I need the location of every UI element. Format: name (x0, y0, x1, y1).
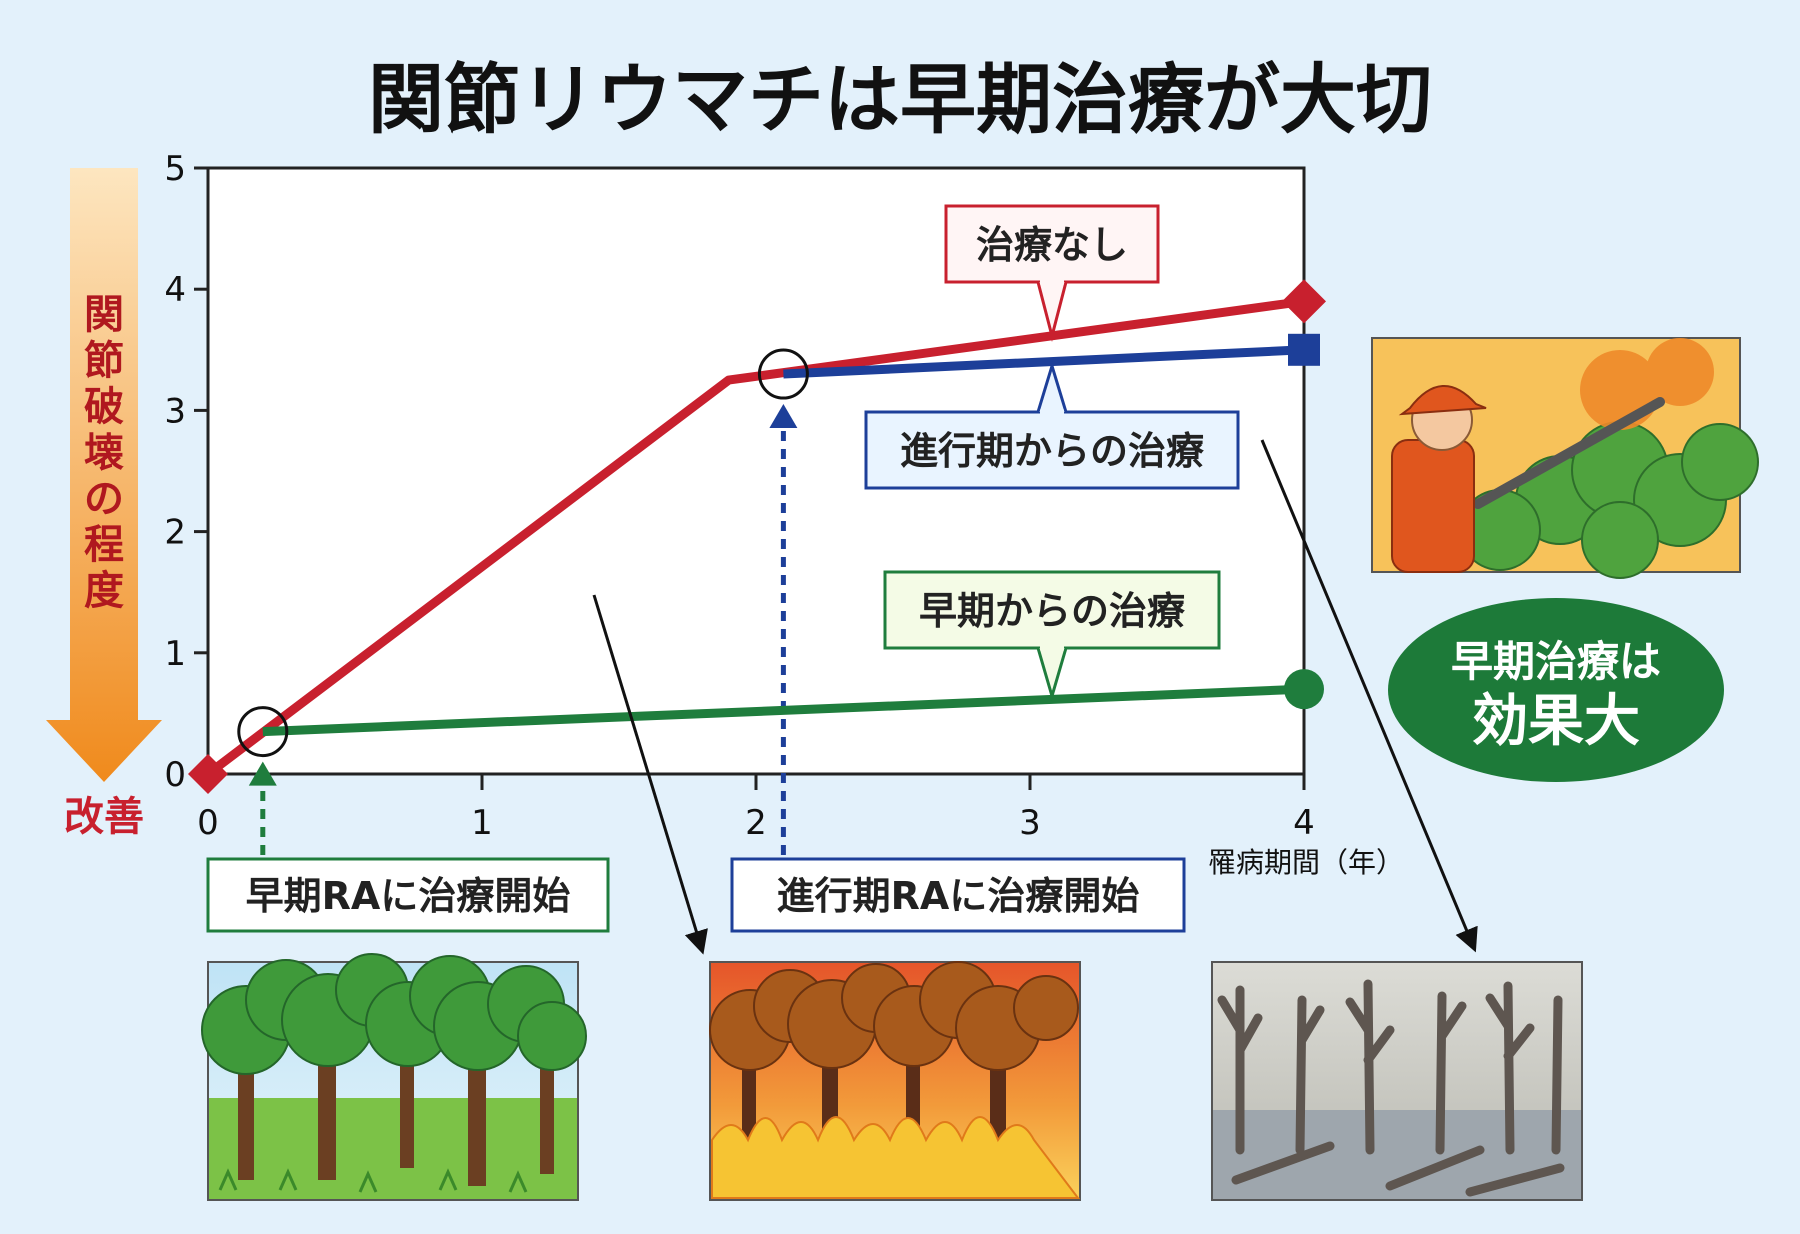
x-tick-label-3: 3 (1019, 803, 1041, 843)
firefighter-icon (1371, 337, 1759, 579)
callout-late-treatment-box (864, 410, 1240, 490)
badge-line1: 早期治療は (1451, 637, 1661, 686)
callout-late-treatment-pointer (1036, 360, 1068, 413)
series-line-2 (262, 684, 1305, 737)
x-axis-label: 罹病期間（年） (1208, 846, 1404, 879)
x-axis: 0 1 2 3 4 (197, 774, 1315, 843)
annotation-early-start: 早期RAに治療開始 (206, 857, 610, 933)
annotation-late-start-label: 進行期RAに治療開始 (777, 874, 1140, 918)
callout-early-treatment-pointer (1036, 647, 1068, 702)
annotation-early-start-box (206, 857, 610, 933)
series-end-marker-0 (1282, 279, 1326, 324)
y-axis: 0 1 2 3 4 5 (164, 149, 208, 795)
callout-no-treatment-label: 治療なし (976, 223, 1128, 267)
y-tick-label-1: 1 (164, 634, 186, 674)
x-tick-label-4: 4 (1293, 803, 1315, 843)
callout-early-treatment-label: 早期からの治療 (919, 589, 1186, 633)
conclusion-badge: 早期治療は 効果大 (1388, 598, 1724, 782)
x-tick-label-0: 0 (197, 803, 219, 843)
callout-late-treatment-label: 進行期からの治療 (900, 429, 1205, 473)
y-tick-label-0: 0 (164, 755, 186, 795)
callout-no-treatment: 治療なし (944, 204, 1160, 342)
series-end-marker-2 (1284, 669, 1324, 710)
pointer-arrow-burning (592, 594, 708, 955)
annotation-late-start-box (730, 857, 1186, 933)
dead-forest-icon (1211, 961, 1583, 1201)
treatment-point-0 (237, 706, 289, 758)
late-start-arrow-head (769, 404, 798, 429)
chart-title: 関節リウマチは早期治療が大切 (368, 55, 1432, 144)
series-line-0 (205, 296, 1305, 778)
y-tick-label-3: 3 (164, 391, 186, 431)
x-tick-label-1: 1 (471, 803, 493, 843)
annotation-early-start-label: 早期RAに治療開始 (246, 874, 571, 918)
y-tick-label-5: 5 (164, 149, 186, 189)
improvement-label: 改善 (64, 794, 144, 840)
series-start-marker-0 (188, 754, 228, 794)
early-start-arrow-head (248, 761, 277, 786)
y-tick-label-2: 2 (164, 513, 186, 553)
callout-no-treatment-box (944, 204, 1160, 284)
pointer-arrow-dead (1260, 439, 1478, 953)
healthy-forest-icon (201, 953, 587, 1201)
callout-late-treatment: 進行期からの治療 (864, 360, 1240, 490)
treatment-start-arrows (248, 404, 798, 855)
treatment-point-1 (757, 348, 809, 400)
y-direction-arrow (46, 168, 162, 782)
badge-line2: 効果大 (1472, 689, 1640, 754)
series-layer (188, 279, 1326, 794)
series-line-1 (783, 345, 1305, 379)
y-tick-label-4: 4 (164, 270, 186, 310)
callout-early-treatment-box (883, 570, 1221, 650)
series-end-marker-1 (1288, 333, 1320, 366)
annotation-late-start: 進行期RAに治療開始 (730, 857, 1186, 933)
burning-forest-icon (709, 961, 1081, 1201)
callout-no-treatment-pointer (1036, 281, 1068, 342)
y-axis-label: 関節破壊の程度 (84, 292, 124, 614)
x-tick-label-2: 2 (745, 803, 767, 843)
callout-early-treatment: 早期からの治療 (883, 570, 1221, 702)
